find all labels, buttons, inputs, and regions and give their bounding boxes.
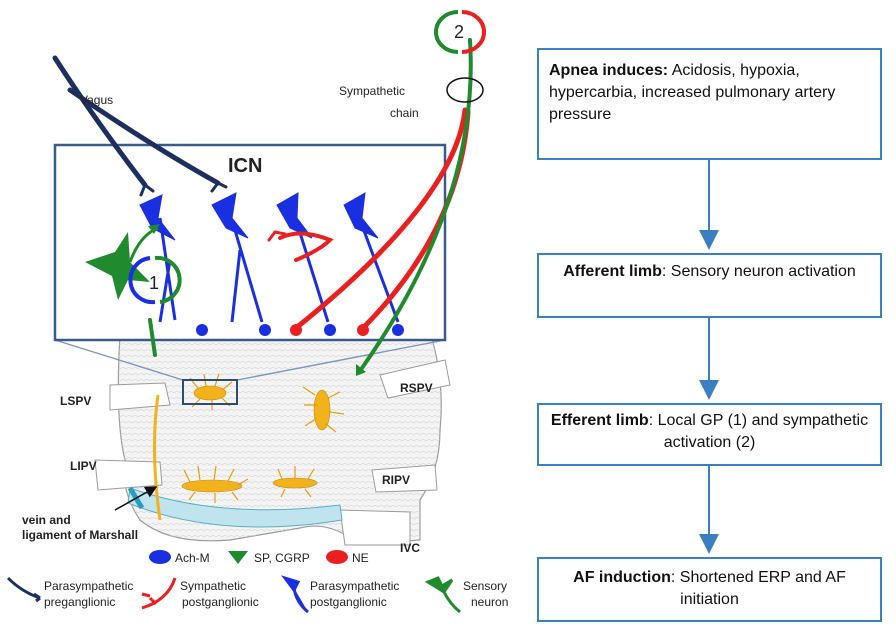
legend-ne-label: NE	[352, 551, 369, 565]
heart-atrium	[94, 320, 451, 546]
ivc-vein	[339, 509, 411, 546]
loop-2-label: 2	[454, 22, 464, 42]
sensory-cell-body	[85, 232, 150, 300]
vein-label-lspv: LSPV	[60, 394, 91, 408]
ripv-vein	[371, 464, 438, 493]
flow-box-apnea-text: Acidosis, hypoxia, hypercarbia, increase…	[549, 62, 836, 123]
vein-label-ripv: RIPV	[382, 473, 410, 487]
vagus-nerve	[52, 55, 228, 197]
vein-label-ivc: IVC	[400, 541, 420, 555]
flow-box-afferent-bold: Afferent limb	[563, 263, 662, 280]
legend-sympathetic-icon	[141, 577, 177, 610]
sympathetic-chain-label-1: Sympathetic	[339, 84, 405, 98]
legend-preganglionic-icon	[6, 576, 41, 603]
sympathetic-chain-ring	[446, 77, 484, 103]
rspv-vein	[379, 359, 451, 399]
marshall-label-2: ligament of Marshall	[22, 528, 138, 542]
local-gp-loop: 1	[128, 255, 182, 305]
coronary-sinus	[127, 487, 343, 528]
legend-row-1: Ach-M SP, CGRP NE	[149, 550, 369, 565]
flow-box-afferent-text: : Sensory neuron activation	[661, 263, 856, 280]
ganglionated-plexi	[181, 385, 331, 493]
legend-sensory-label-1: Sensory	[463, 579, 507, 593]
legend-sensory-icon	[424, 576, 461, 614]
flow-box-af-bold: AF induction	[573, 569, 671, 586]
legend-parasympathetic-icon	[281, 575, 309, 614]
marshall-label-1: vein and	[22, 513, 71, 527]
flow-box-af: AF induction: Shortened ERP and AF initi…	[537, 557, 882, 622]
flow-box-afferent: Afferent limb: Sensory neuron activation	[537, 253, 882, 318]
legend-sensory-label-2: neuron	[471, 595, 508, 609]
sympathetic-chain-label-2: chain	[390, 106, 419, 120]
legend-preganglionic-label-1: Parasympathetic	[44, 579, 133, 593]
legend-sp-label: SP, CGRP	[254, 551, 310, 565]
loop-1-label: 1	[149, 273, 159, 293]
parasympathetic-neurons	[139, 192, 400, 323]
legend-ach-icon	[149, 550, 171, 564]
flow-box-efferent: Efferent limb: Local GP (1) and sympathe…	[537, 403, 882, 466]
flow-box-efferent-text: : Local GP (1) and sympathetic activatio…	[648, 412, 869, 451]
vagus-label: Vagus	[80, 93, 113, 107]
legend-sp-icon	[228, 551, 248, 564]
vein-label-rspv: RSPV	[400, 381, 433, 395]
vein-label-lipv: LIPV	[70, 459, 97, 473]
legend-parasympathetic-label-1: Parasympathetic	[310, 579, 399, 593]
flow-box-apnea-bold: Apnea induces:	[549, 62, 669, 79]
flow-box-efferent-bold: Efferent limb	[550, 412, 649, 429]
flow-box-af-text: : Shortened ERP and AF initiation	[670, 569, 846, 608]
zoom-target-box	[182, 379, 238, 405]
legend-ach-label: Ach-M	[175, 551, 210, 565]
legend-sympathetic-label-2: postganglionic	[182, 595, 259, 609]
sympathetic-loop: 2	[434, 10, 486, 54]
sensory-neurons	[148, 38, 473, 370]
lspv-vein	[109, 382, 171, 411]
marshall-arrow	[114, 486, 158, 511]
lipv-vein	[94, 459, 163, 491]
legend-preganglionic-label-2: preganglionic	[44, 595, 115, 609]
icn-title: ICN	[228, 155, 262, 177]
legend-parasympathetic-label-2: postganglionic	[310, 595, 387, 609]
legend-row-2: Parasympathetic preganglionic Sympatheti…	[6, 575, 508, 614]
flow-box-apnea: Apnea induces: Acidosis, hypoxia, hyperc…	[537, 48, 882, 160]
marshall-ligament	[152, 394, 162, 521]
legend-ne-icon	[326, 550, 348, 564]
zoom-lines	[54, 339, 446, 381]
legend-sympathetic-label-1: Sympathetic	[180, 579, 246, 593]
